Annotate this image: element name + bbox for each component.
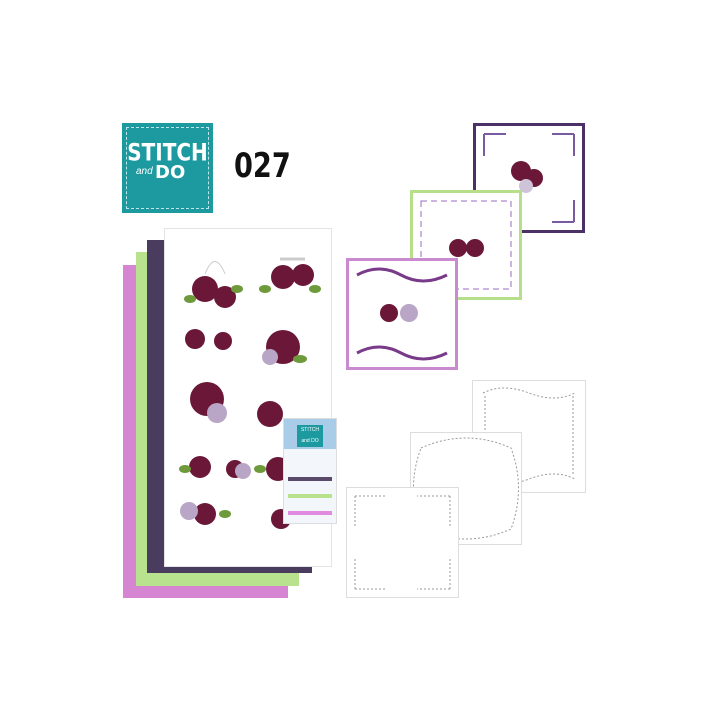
stitch-and-do-logo: STITCH and DO <box>122 123 213 213</box>
thread-card-logo: STITCH and DO <box>297 425 323 447</box>
logo-line2b: DO <box>155 162 186 183</box>
product-number: 027 <box>234 146 291 186</box>
logo-line1: STITCH <box>127 137 208 167</box>
thread-card: STITCH and DO <box>283 418 337 524</box>
example-card-pink <box>346 258 458 370</box>
logo-line2a: and <box>136 166 153 177</box>
example-card-purple <box>473 123 585 233</box>
stitch-pattern-corners <box>346 487 459 598</box>
